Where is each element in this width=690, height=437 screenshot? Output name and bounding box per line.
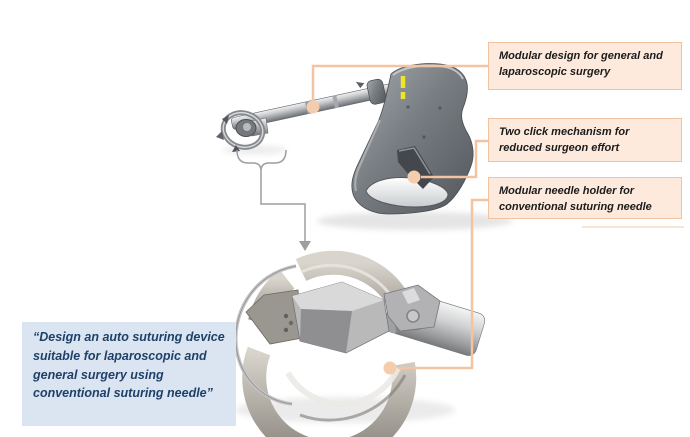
- callout-connectors: [311, 64, 684, 370]
- shaft-collar-clip: [355, 81, 365, 89]
- trigger-highlight: [398, 147, 431, 175]
- callout-modular-design: Modular design for general and laparosco…: [488, 42, 682, 90]
- auto-suturing-device-3d-render: [216, 63, 513, 230]
- zoom-arrow-line: [260, 171, 306, 242]
- body-rivet: [422, 135, 426, 139]
- callout-two-click-label: Two click mechanism for reduced surgeon …: [499, 126, 630, 154]
- callout-needle-holder-label: Modular needle holder for conventional s…: [499, 185, 652, 213]
- callout-dot-modular-design: [306, 100, 320, 114]
- zoom-annotation: [236, 149, 306, 242]
- device-tip-mechanism: [216, 110, 269, 152]
- body-rivet: [438, 106, 442, 110]
- connector-modular-design: [311, 64, 488, 101]
- callout-modular-design-label: Modular design for general and laparosco…: [499, 50, 663, 78]
- needle-jaw-mechanism: [245, 281, 441, 354]
- shaft-joint: [332, 94, 339, 109]
- connector-needle-holder: [398, 198, 488, 370]
- design-brief-quote: “Design an auto suturing device suitable…: [22, 322, 236, 426]
- callout-needle-holder: Modular needle holder for conventional s…: [488, 177, 682, 219]
- needle-holder-closeup-3d-render: [234, 250, 486, 437]
- callout-dot-two-click: [407, 170, 421, 184]
- handle-front-highlight: [354, 119, 382, 192]
- design-brief-quote-text: “Design an auto suturing device suitable…: [33, 330, 225, 401]
- handle-finger-loop: [365, 177, 449, 208]
- callout-two-click: Two click mechanism for reduced surgeon …: [488, 118, 682, 162]
- device-shadow: [317, 212, 513, 230]
- zoom-arrow-head-icon: [299, 241, 311, 251]
- body-rivet: [406, 105, 410, 109]
- connector-two-click: [421, 139, 488, 179]
- callout-dot-needle-holder: [383, 361, 397, 375]
- suturing-needle-edge: [235, 265, 297, 405]
- shaft-collar: [366, 78, 387, 105]
